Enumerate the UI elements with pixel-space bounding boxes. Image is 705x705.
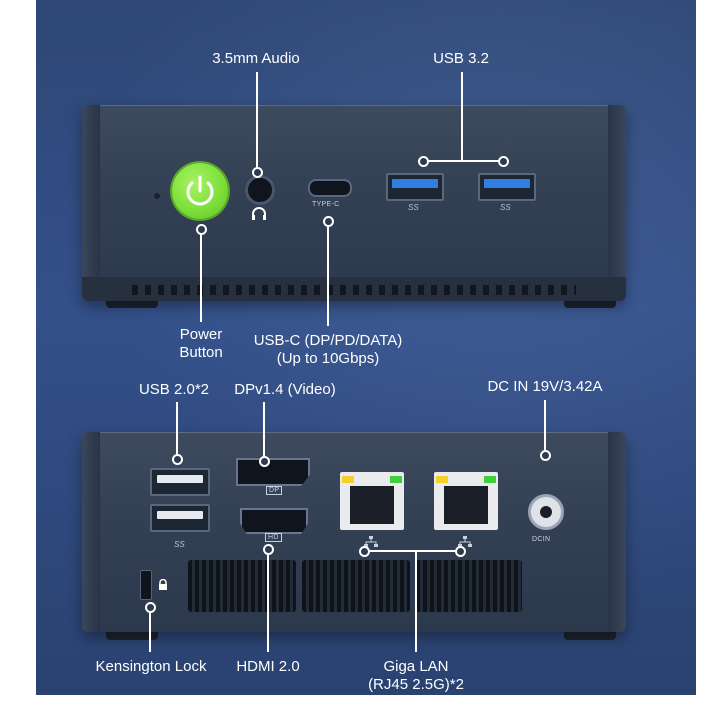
lan-port-2[interactable] <box>434 472 498 530</box>
audio-dot <box>252 167 263 178</box>
usb32-dot-2 <box>498 156 509 167</box>
ss-mark-1: SS <box>408 203 419 212</box>
dp-leader <box>263 402 265 460</box>
power-button[interactable] <box>172 163 228 219</box>
rear-grille-3 <box>416 560 522 612</box>
power-icon <box>172 163 228 219</box>
dcin-dot <box>540 450 551 461</box>
lan2-led-green <box>484 476 496 483</box>
rear-grille-1 <box>188 560 296 612</box>
dc-in-port[interactable] <box>528 494 564 530</box>
power-label: Power Button <box>179 326 223 361</box>
lan-leader-h <box>364 550 460 552</box>
hdmi-dot <box>263 544 274 555</box>
network-icon <box>458 535 472 553</box>
audio-jack[interactable] <box>245 175 275 205</box>
lan-leader-v <box>415 551 417 652</box>
front-foot-left <box>106 298 158 308</box>
rear-foot-left <box>106 630 158 640</box>
usb20-port-2[interactable] <box>150 504 210 532</box>
dp-dot <box>259 456 270 467</box>
hdmi-label: HDMI 2.0 <box>236 658 300 675</box>
lan2-led-yellow <box>436 476 448 483</box>
dp-mark: DP <box>266 486 283 495</box>
usb32-leader-v <box>461 72 463 160</box>
dcin-leader <box>544 400 546 454</box>
dcin-label: DC IN 19V/3.42A <box>487 378 603 395</box>
front-foot-right <box>564 298 616 308</box>
usb32-port-2[interactable] <box>478 173 536 201</box>
usb32-leader-h <box>423 160 503 162</box>
kensington-leader <box>149 606 151 652</box>
usb32-dot-1 <box>418 156 429 167</box>
typec-mark: TYPE-C <box>312 201 340 208</box>
dc-symbol-icon <box>540 506 552 518</box>
displayport[interactable] <box>236 458 310 486</box>
lan1-led-green <box>390 476 402 483</box>
usb32-port-1[interactable] <box>386 173 444 201</box>
usb20-dot <box>172 454 183 465</box>
headphone-icon <box>251 207 267 226</box>
usb20-ss-mark: SS <box>174 540 185 549</box>
usb20-port-1[interactable] <box>150 468 210 496</box>
lan-label: Giga LAN (RJ45 2.5G)*2 <box>368 658 464 693</box>
ss-mark-2: SS <box>500 203 511 212</box>
lan-dot-1 <box>359 546 370 557</box>
front-pc-body: TYPE-C SS SS <box>82 105 626 301</box>
usb20-label: USB 2.0*2 <box>138 381 210 398</box>
audio-label: 3.5mm Audio <box>212 50 300 67</box>
hdmi-mark: HD <box>265 533 282 542</box>
usb20-leader <box>176 402 178 458</box>
usb32-label: USB 3.2 <box>433 50 489 67</box>
audio-leader <box>256 72 258 170</box>
usb-c-port[interactable] <box>308 179 352 197</box>
status-led <box>154 193 160 199</box>
power-dot <box>196 224 207 235</box>
usbc-leader <box>327 222 329 326</box>
lock-icon <box>158 578 168 596</box>
kensington-dot <box>145 602 156 613</box>
dp-label: DPv1.4 (Video) <box>234 381 336 398</box>
usbc-dot <box>323 216 334 227</box>
lan-port-1[interactable] <box>340 472 404 530</box>
power-leader <box>200 230 202 322</box>
hdmi-port[interactable] <box>240 508 308 534</box>
kensington-label: Kensington Lock <box>95 658 207 675</box>
rear-pc-body: SS DP HD DCIN <box>82 432 626 632</box>
product-diagram: 3.5mm Audio USB 3.2 <box>36 0 696 695</box>
lan1-led-yellow <box>342 476 354 483</box>
usbc-label: USB-C (DP/PD/DATA) (Up to 10Gbps) <box>253 332 403 367</box>
front-vents <box>132 285 576 295</box>
rear-foot-right <box>564 630 616 640</box>
kensington-slot[interactable] <box>140 570 152 600</box>
rear-grille-2 <box>302 560 410 612</box>
hdmi-leader <box>267 548 269 652</box>
dcin-mark: DCIN <box>532 536 551 543</box>
lan-dot-2 <box>455 546 466 557</box>
network-icon <box>364 535 378 553</box>
